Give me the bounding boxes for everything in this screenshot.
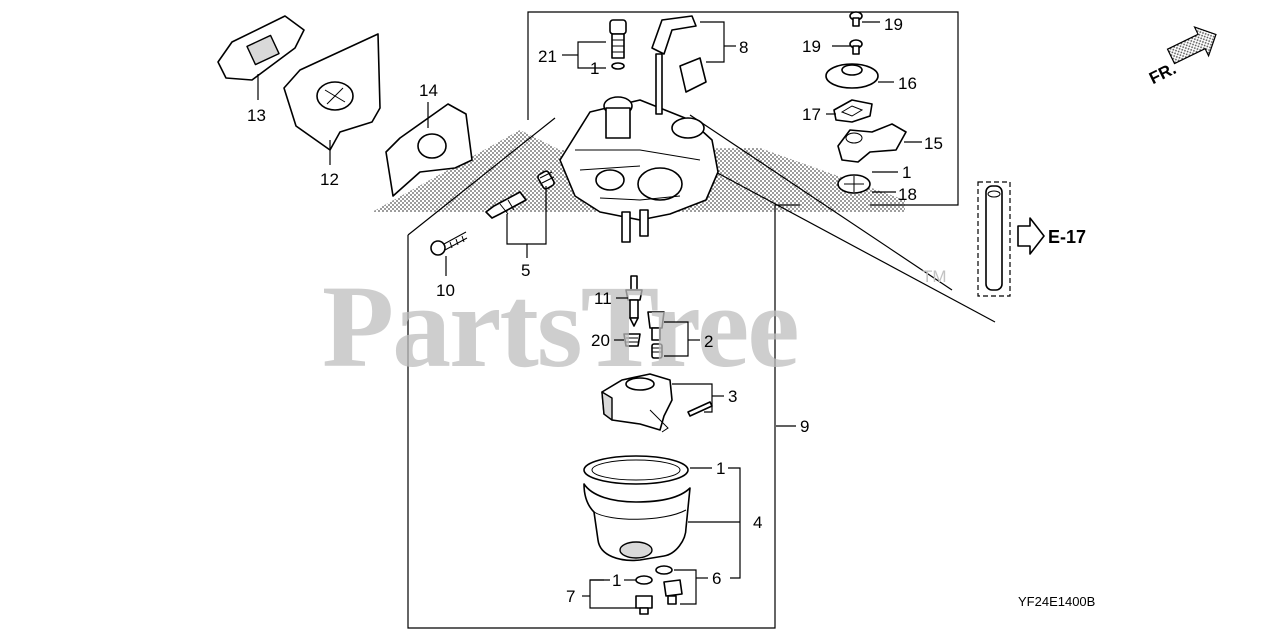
callout-21: 21: [538, 47, 557, 66]
callout-2: 2: [704, 332, 713, 351]
callout-14: 14: [419, 81, 438, 100]
reference-arrow: [1017, 217, 1045, 255]
part-float-3: [601, 373, 713, 433]
callout-15: 15: [924, 134, 943, 153]
callout-19-top: 19: [884, 15, 903, 34]
callout-1-bowl: 1: [716, 459, 725, 478]
part-screw-spring-2: [647, 311, 665, 359]
part-float-bowl-4: [583, 455, 691, 562]
part-lever-15: [837, 123, 907, 163]
part-screw-7: [635, 575, 653, 615]
part-needle-11: [625, 275, 643, 327]
callout-1-top: 1: [590, 59, 599, 78]
part-bolt-6: [655, 565, 683, 605]
part-fuel-tube: [977, 181, 1011, 297]
callout-6: 6: [712, 569, 721, 588]
part-screw-10: [430, 231, 468, 256]
assembly-frame: [407, 11, 996, 629]
callout-1-bottom: 1: [612, 571, 621, 590]
direction-arrow: [1166, 26, 1217, 65]
part-jet-20: [623, 333, 641, 347]
callout-10: 10: [436, 281, 455, 300]
callout-3: 3: [728, 387, 737, 406]
watermark-trademark: TM: [922, 267, 947, 286]
part-screw-spring-5: [485, 170, 555, 219]
callout-20: 20: [591, 331, 610, 350]
part-gasket-13: [217, 15, 305, 81]
part-washer-18: [837, 174, 871, 194]
part-carburetor-body: [559, 96, 719, 243]
callout-12: 12: [320, 170, 339, 189]
reference-label: E-17: [1048, 227, 1086, 247]
part-gasket-14: [385, 103, 473, 197]
part-insulator-12: [283, 33, 381, 151]
callout-13: 13: [247, 106, 266, 125]
part-cap-16: [825, 63, 879, 89]
part-choke-lever-8: [651, 15, 707, 115]
callout-1-right: 1: [902, 163, 911, 182]
callout-18: 18: [898, 185, 917, 204]
part-gasket-17: [833, 99, 873, 123]
leader-lines: [257, 21, 922, 609]
callout-11: 11: [594, 289, 612, 308]
watermark-text: PartsTree: [322, 261, 798, 392]
callout-17: 17: [802, 105, 821, 124]
part-screw-19b: [849, 39, 863, 55]
callout-labels: 13 12 14 10 5 21 1 8 19 19 16 17 15 1 18…: [247, 15, 943, 606]
part-screw-19a: [849, 11, 863, 27]
part-screw-21: [609, 19, 627, 70]
callout-7: 7: [566, 587, 575, 606]
callout-16: 16: [898, 74, 917, 93]
callout-4: 4: [753, 513, 762, 532]
callout-9: 9: [800, 417, 809, 436]
callout-5: 5: [521, 261, 530, 280]
callout-19-mid: 19: [802, 37, 821, 56]
callout-8: 8: [739, 38, 748, 57]
diagram-code: YF24E1400B: [1018, 594, 1095, 609]
